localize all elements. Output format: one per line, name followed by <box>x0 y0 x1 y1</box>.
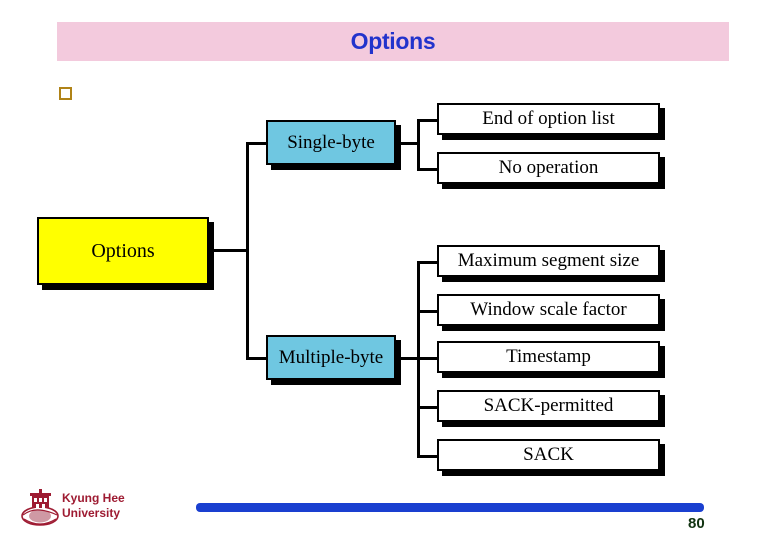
connector-to-maximum-segment-size <box>417 261 440 264</box>
tree-leaf-sack-permitted[interactable]: SACK-permitted <box>437 390 660 422</box>
connector-to-sack-permitted <box>417 406 440 409</box>
connector-main-trunk <box>246 142 249 359</box>
slide-title-band: Options <box>57 22 729 61</box>
tree-leaf-no-operation[interactable]: No operation <box>437 152 660 184</box>
university-name-line1: Kyung Hee <box>62 491 125 505</box>
connector-to-timestamp <box>417 357 440 360</box>
connector-single-byte-trunk <box>417 119 420 171</box>
kyung-hee-university-logo-icon <box>20 487 64 531</box>
connector-single-byte-stub <box>396 142 420 145</box>
connector-to-window-scale-factor <box>417 310 440 313</box>
tree-leaf-timestamp[interactable]: Timestamp <box>437 341 660 373</box>
tree-leaf-end-of-option-list[interactable]: End of option list <box>437 103 660 135</box>
connector-to-no-operation <box>417 168 440 171</box>
tree-node-multiple-byte[interactable]: Multiple-byte <box>266 335 396 380</box>
tree-leaf-window-scale-factor[interactable]: Window scale factor <box>437 294 660 326</box>
connector-root-stub <box>209 249 249 252</box>
tree-node-single-byte[interactable]: Single-byte <box>266 120 396 165</box>
tree-leaf-maximum-segment-size[interactable]: Maximum segment size <box>437 245 660 277</box>
page-title: Options <box>350 28 436 54</box>
connector-trunk-to-single-byte <box>246 142 268 145</box>
footer-divider-rule <box>196 503 704 512</box>
tree-node-root-options[interactable]: Options <box>37 217 209 285</box>
university-name: Kyung Hee University <box>62 491 182 521</box>
connector-trunk-to-multiple-byte <box>246 357 268 360</box>
connector-to-end-of-option-list <box>417 119 440 122</box>
page-number: 80 <box>688 515 705 532</box>
connector-multiple-byte-stub <box>396 357 420 360</box>
university-name-line2: University <box>62 506 121 520</box>
tree-leaf-sack[interactable]: SACK <box>437 439 660 471</box>
connector-to-sack <box>417 455 440 458</box>
bullet-square-icon <box>59 87 72 100</box>
